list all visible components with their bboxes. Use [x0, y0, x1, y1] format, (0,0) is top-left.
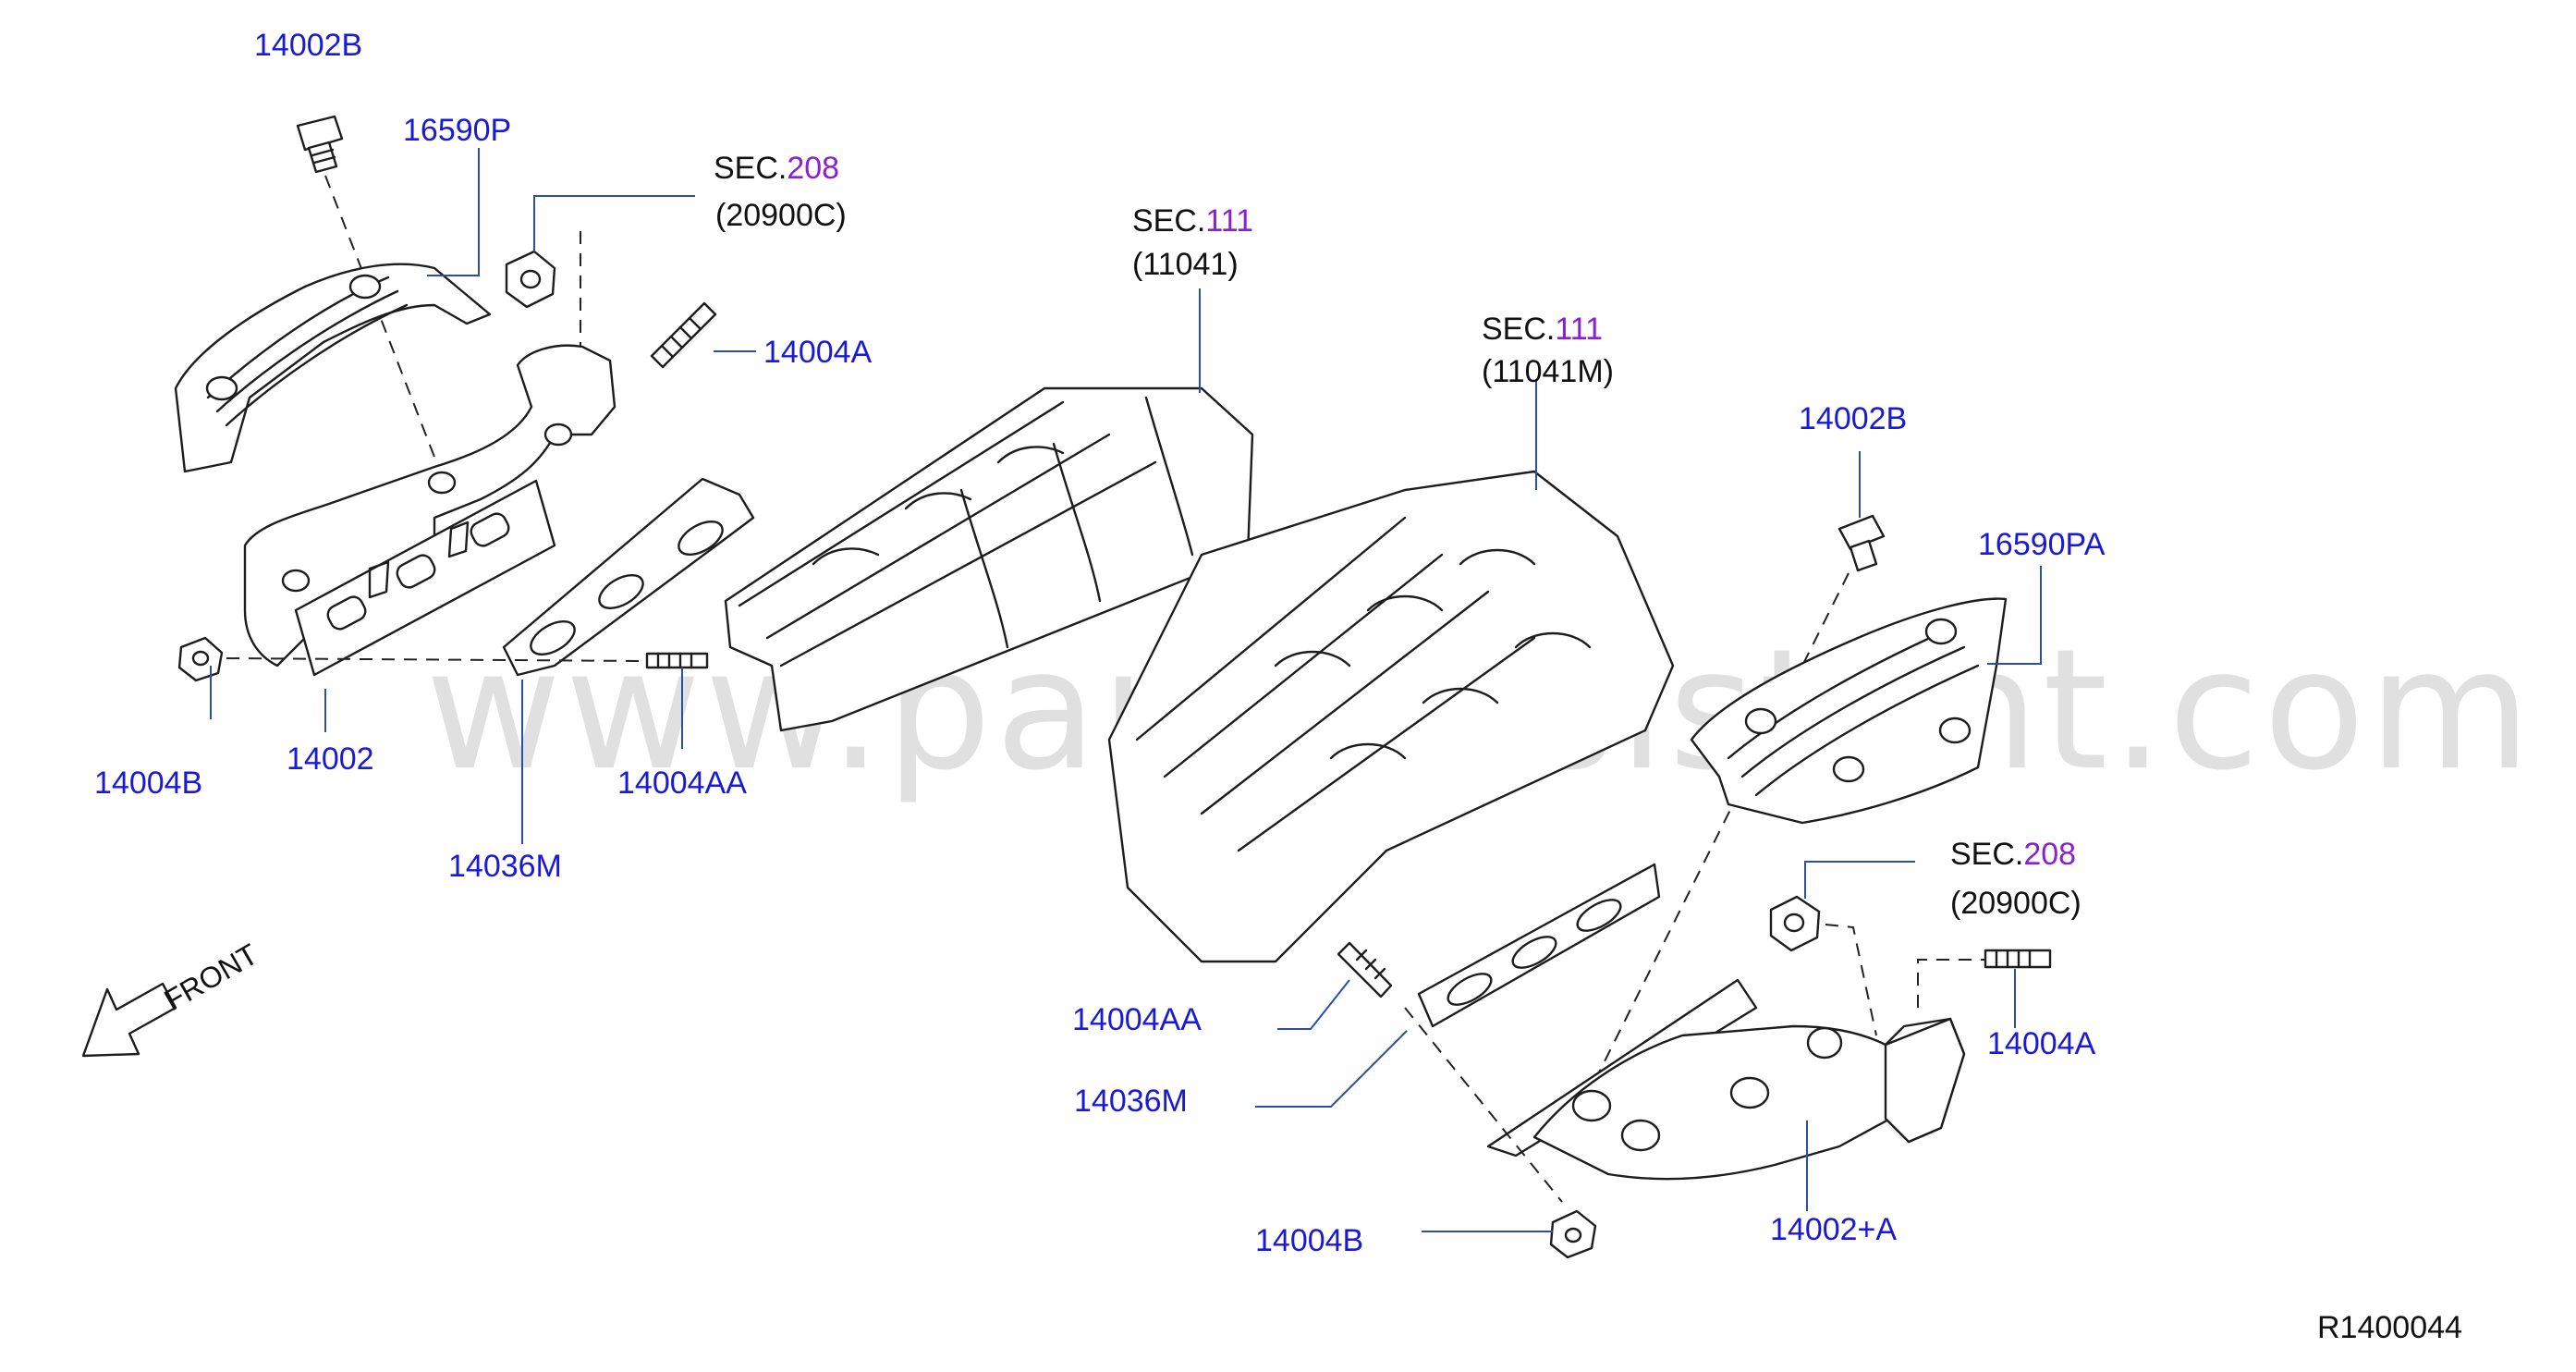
label-sec111-left: SEC.111	[1132, 203, 1253, 239]
manifold-right	[1486, 978, 1966, 1181]
dash-nut-right	[1825, 924, 1877, 1036]
front-arrow: FRONT	[81, 937, 263, 1058]
stud-14004a-left	[650, 301, 717, 369]
label-sec208-right: SEC.208	[1950, 837, 2076, 872]
bolt-right	[1837, 514, 1886, 572]
bolt-left	[296, 115, 344, 174]
label-nut-right: 14004B	[1255, 1223, 1363, 1258]
dash-bolt-left	[324, 175, 445, 482]
leader-lines	[210, 148, 2042, 1232]
reference-code: R1400044	[2317, 1310, 2462, 1345]
label-sec111-right-part: (11041M)	[1482, 354, 1614, 389]
dash-stud-right	[1917, 959, 1985, 1008]
dash-nut-left-axis	[226, 657, 648, 662]
cylinder-head-right	[1107, 470, 1675, 963]
stud-14004aa-left	[645, 652, 709, 669]
label-manifold-left: 14002	[287, 741, 374, 777]
nut-sec208-left	[505, 250, 556, 309]
dash-nut-right-axis	[1404, 1007, 1563, 1203]
label-heat-cover-right: 16590PA	[1978, 527, 2106, 562]
dash-bolt-right	[1589, 572, 1850, 1092]
label-stud-aa-left: 14004AA	[617, 766, 747, 801]
heat-cover-left	[174, 263, 492, 473]
label-gasket-left: 14036M	[448, 849, 562, 884]
label-stud-left: 14004A	[763, 335, 873, 370]
label-sec208-left-part: (20900C)	[715, 198, 847, 233]
gasket-left	[502, 477, 755, 677]
label-sec111-right: SEC.111	[1482, 312, 1603, 347]
label-stud-right: 14004A	[1987, 1026, 2096, 1061]
label-manifold-right: 14002+A	[1770, 1212, 1897, 1247]
label-sec208-right-part: (20900C)	[1950, 886, 2082, 921]
nut-sec208-right	[1769, 895, 1821, 952]
stud-14004a-right	[1984, 949, 2052, 969]
heat-cover-right	[1690, 597, 2008, 825]
label-nut-left: 14004B	[94, 766, 202, 801]
label-sec111-left-part: (11041)	[1132, 247, 1239, 282]
stud-14004aa-right	[1337, 941, 1393, 998]
front-label: FRONT	[159, 937, 263, 1017]
label-heat-cover-left: 16590P	[403, 113, 511, 148]
label-bolt-left: 14002B	[254, 28, 362, 63]
nut-14004b-right	[1549, 1209, 1597, 1259]
label-bolt-right: 14002B	[1799, 401, 1907, 436]
label-gasket-right: 14036M	[1074, 1084, 1188, 1119]
gasket-right	[1417, 863, 1661, 1028]
cylinder-head-left	[724, 386, 1254, 732]
nut-14004b-left	[177, 636, 224, 682]
manifold-left	[243, 344, 617, 677]
label-stud-aa-right: 14004AA	[1072, 1002, 1202, 1037]
label-sec208-left: SEC.208	[714, 151, 839, 186]
